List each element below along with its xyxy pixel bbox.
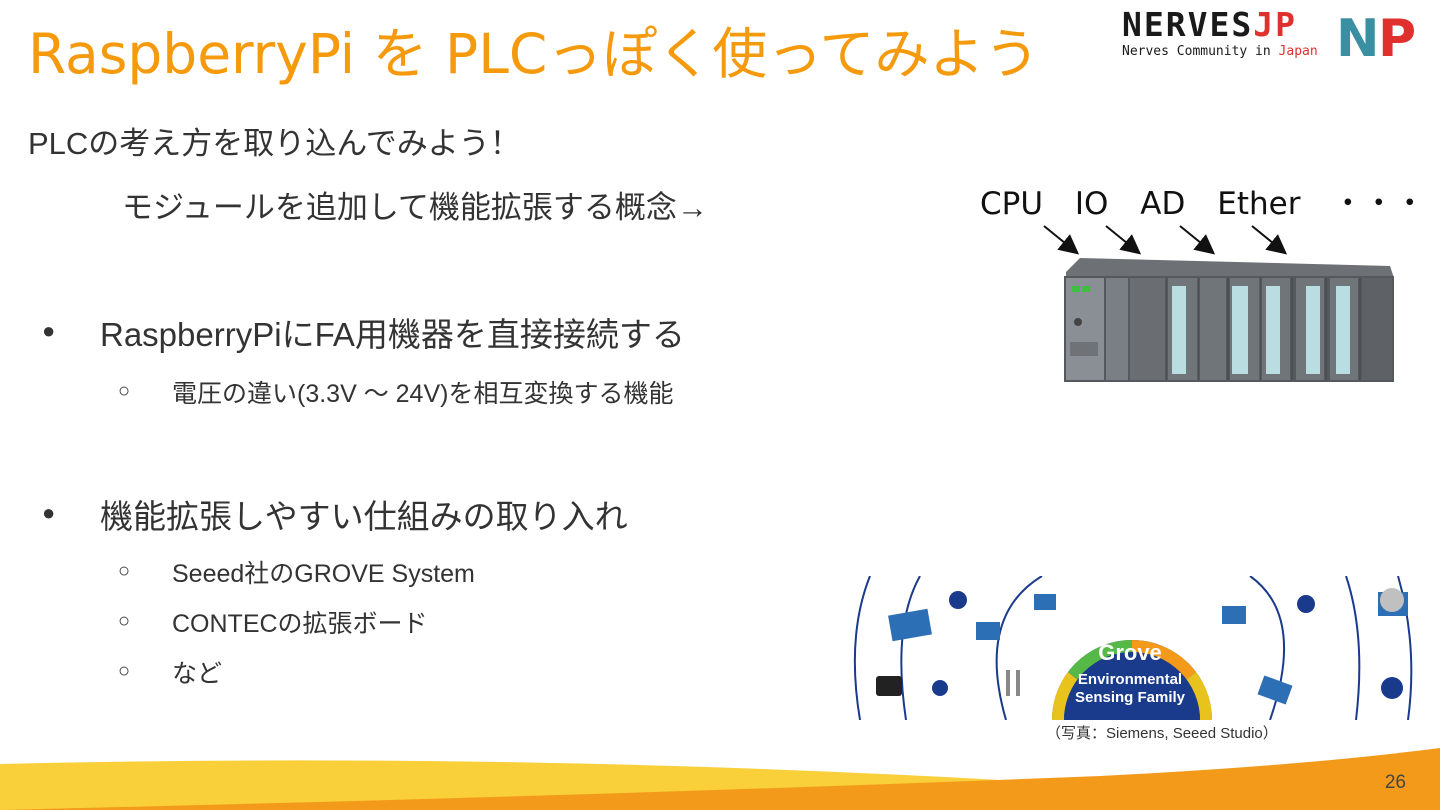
grove-badge-title: Grove [1098, 640, 1162, 665]
plc-label-cpu: CPU [980, 186, 1044, 222]
logo-community: Nerves Community in [1122, 44, 1271, 59]
sub-bullet-marker: ○ [118, 660, 131, 682]
bullet-marker: ● [42, 318, 56, 343]
bullet-marker: ● [42, 500, 56, 525]
arrow-icon [1251, 225, 1288, 255]
plc-label-more: ・・・ [1332, 186, 1426, 222]
sub-bullet-marker: ○ [118, 560, 131, 582]
grove-badge-line2: Sensing Family [1075, 689, 1186, 706]
plc-label-ether: Ether [1217, 186, 1301, 222]
logo-np-mark-icon: N P [1336, 10, 1416, 64]
arrow-icon [1105, 225, 1142, 255]
plc-module-labels: CPU IO AD Ether ・・・ [980, 178, 1440, 223]
photo-credit: （写真：Siemens, Seeed Studio） [1046, 725, 1278, 742]
page-number: 26 [1384, 772, 1406, 793]
sub-bullet-item: 電圧の違い(3.3V 〜 24V)を相互変換する機能 [172, 380, 674, 408]
concept-line: モジュールを追加して機能拡張する概念→ [122, 190, 708, 225]
nerves-jp-logo: NERVESJP Nerves Community in Japan [1122, 8, 1318, 59]
grove-badge-line1: Environmental [1078, 671, 1182, 688]
logo-mark-p: P [1378, 10, 1416, 64]
slide-title: RaspberryPi を PLCっぽく使ってみよう [28, 22, 1040, 86]
logo-jp: JP [1253, 5, 1297, 44]
sub-bullet-marker: ○ [118, 380, 131, 402]
plc-label-io: IO [1074, 186, 1109, 222]
sub-bullet-item: Seeed社のGROVE System [172, 560, 475, 588]
bullet-item: 機能拡張しやすい仕組みの取り入れ [100, 498, 628, 535]
logo-mark-n: N [1336, 10, 1380, 64]
logo-nerves: NERVES [1122, 5, 1254, 44]
plc-label-ad: AD [1140, 186, 1186, 222]
logo-japan: Japan [1278, 44, 1318, 59]
sub-bullet-item: など [172, 660, 223, 688]
footer-wave [0, 748, 1440, 810]
arrow-icon [1179, 225, 1216, 255]
plc-rack-image [1064, 258, 1394, 382]
subtitle: PLCの考え方を取り込んでみよう！ [28, 126, 521, 161]
sub-bullet-marker: ○ [118, 610, 131, 632]
bullet-item: RaspberryPiにFA用機器を直接接続する [100, 316, 685, 353]
sub-bullet-item: CONTECの拡張ボード [172, 610, 428, 638]
plc-arrows [1043, 225, 1288, 255]
arrow-icon [1043, 225, 1080, 255]
grove-system-image: Grove Environmental Sensing Family [846, 576, 1416, 720]
